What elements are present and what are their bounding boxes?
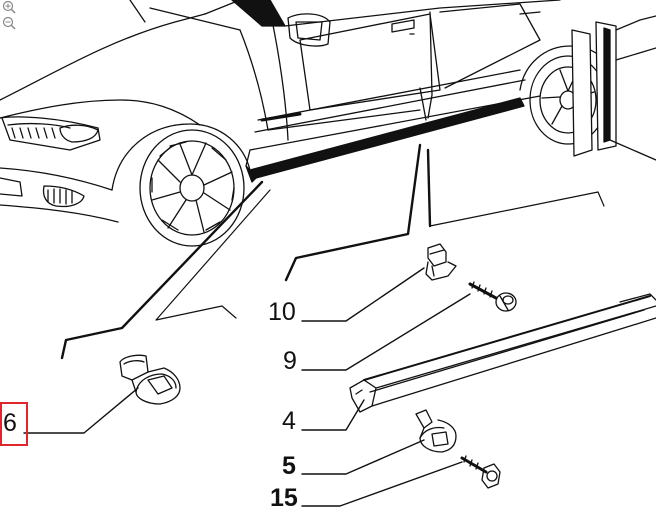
part-6-clip [119,354,181,405]
zoom-in-button[interactable] [2,0,16,14]
callout-5[interactable]: 5 [282,452,296,480]
part-10-clip [425,243,457,281]
callout-6[interactable]: 6 [3,409,17,437]
callout-15[interactable]: 15 [270,484,298,512]
guide-lines-thin [155,189,605,321]
zoom-out-icon [2,16,16,30]
part-15-bolt [460,455,501,489]
callout-9[interactable]: 9 [283,347,297,375]
part-4-sill-trim [349,293,656,413]
guide-lines [60,143,432,360]
car-illustration [0,0,656,247]
part-5-fastener [415,409,457,453]
selected-callout-highlight [0,402,28,446]
zoom-in-icon [2,0,16,14]
callout-4[interactable]: 4 [282,407,296,435]
zoom-out-button[interactable] [2,16,16,30]
callout-leaders [23,267,471,507]
callout-10[interactable]: 10 [268,298,296,326]
part-9-screw [468,281,517,312]
